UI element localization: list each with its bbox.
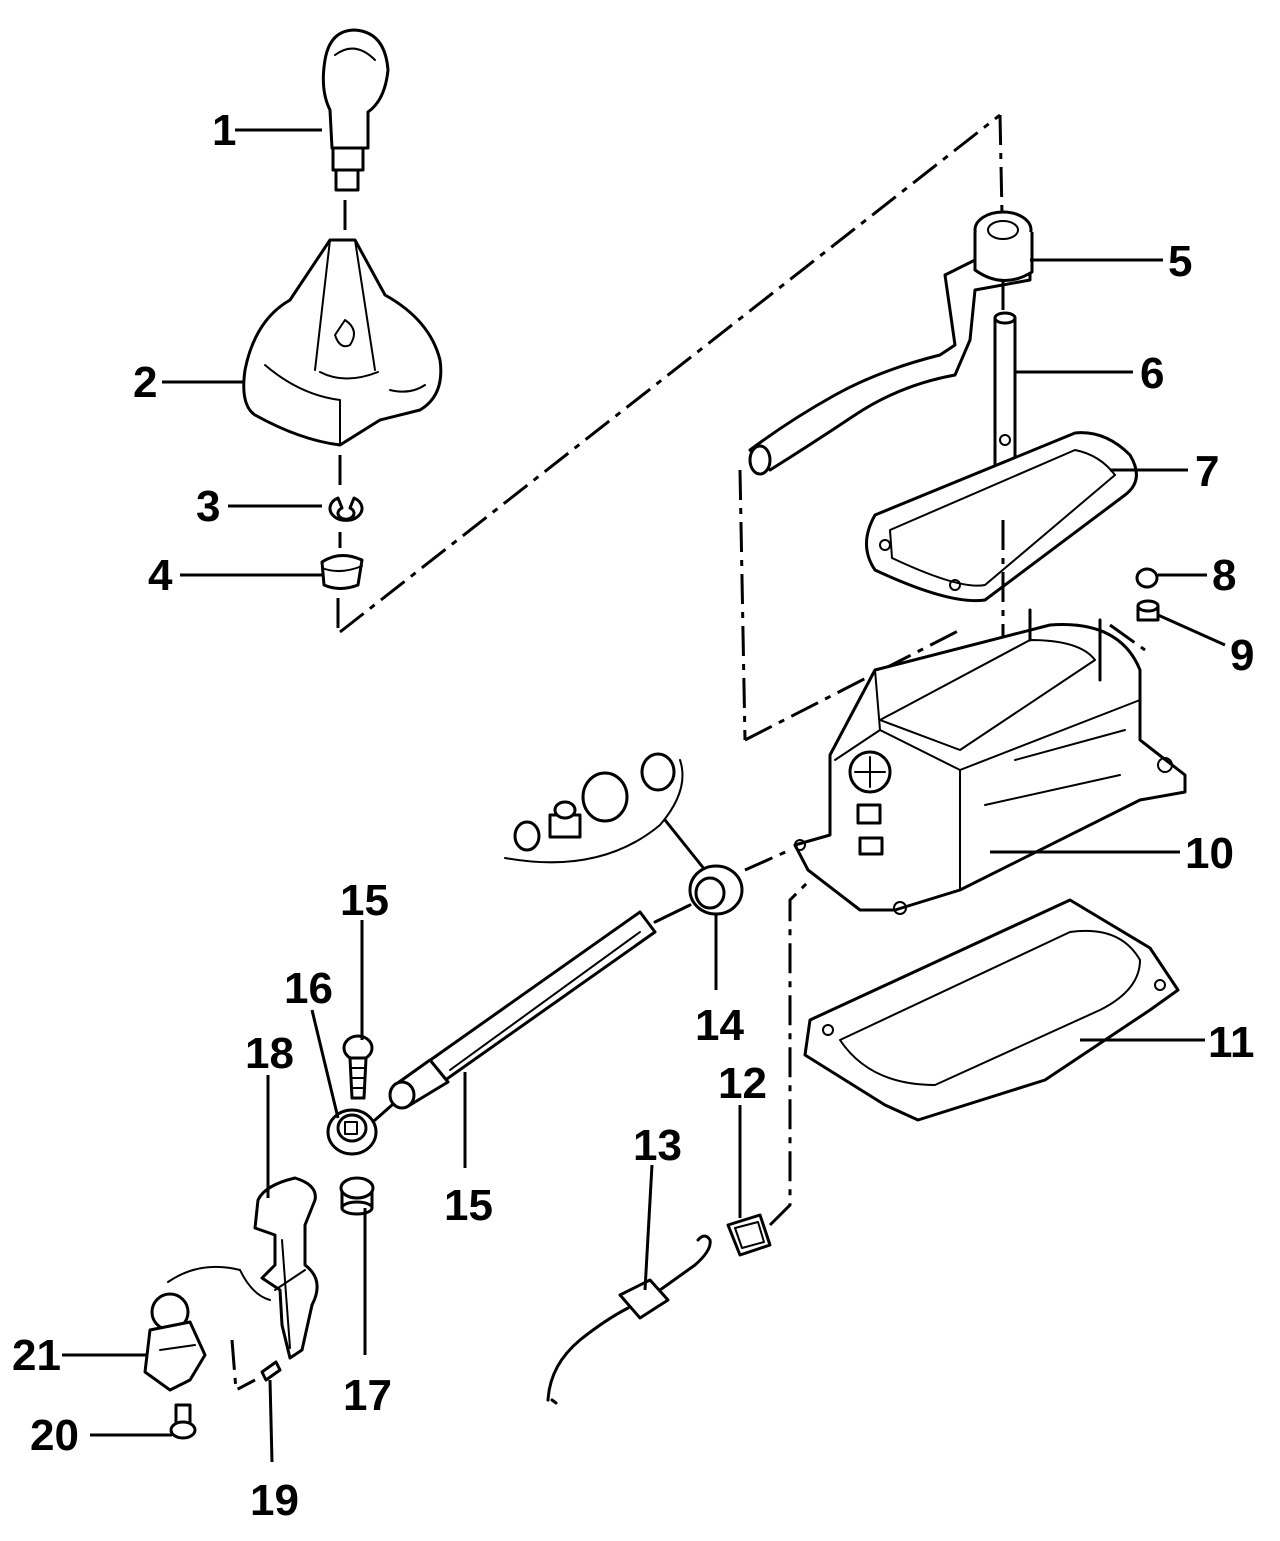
part-boot-plate bbox=[865, 431, 1138, 700]
callout-20: 20 bbox=[30, 1411, 79, 1460]
part-lever-bracket bbox=[143, 1292, 256, 1393]
callout-9: 9 bbox=[1230, 631, 1254, 680]
part-clip bbox=[328, 496, 364, 548]
part-pin bbox=[260, 1360, 282, 1382]
part-cable-bushing bbox=[326, 1103, 394, 1156]
part-cable-clip bbox=[726, 878, 812, 1257]
callout-5: 5 bbox=[1168, 237, 1192, 286]
part-bolt bbox=[169, 1403, 197, 1440]
callout-15-screw: 15 bbox=[340, 876, 389, 925]
part-selector-arm bbox=[167, 1176, 319, 1360]
part-shift-knob bbox=[321, 28, 390, 232]
part-grommet bbox=[688, 848, 791, 916]
part-nut bbox=[1135, 567, 1159, 589]
callout-10: 10 bbox=[1185, 829, 1234, 878]
part-cable-end bbox=[546, 1234, 712, 1405]
callout-12: 12 bbox=[718, 1059, 767, 1108]
part-washer bbox=[1136, 599, 1160, 622]
callout-13: 13 bbox=[633, 1121, 682, 1170]
part-gasket bbox=[803, 898, 1180, 1122]
part-screw bbox=[342, 1034, 374, 1100]
part-bushing bbox=[320, 554, 364, 630]
part-shift-cable bbox=[388, 903, 692, 1110]
callout-16: 16 bbox=[284, 964, 333, 1013]
callout-4: 4 bbox=[148, 551, 173, 600]
callout-8: 8 bbox=[1212, 551, 1236, 600]
callout-21: 21 bbox=[12, 1331, 61, 1380]
part-shift-boot bbox=[242, 238, 443, 490]
callout-17: 17 bbox=[343, 1371, 392, 1420]
callout-7: 7 bbox=[1195, 447, 1219, 496]
part-shift-lever bbox=[738, 210, 1034, 741]
callout-15-cable: 15 bbox=[444, 1181, 493, 1230]
leader-lines bbox=[62, 128, 1226, 1463]
callout-3: 3 bbox=[196, 482, 220, 531]
callout-labels: 1 2 3 4 5 6 7 8 9 10 11 12 13 14 15 15 1… bbox=[12, 106, 1255, 1525]
callout-2: 2 bbox=[133, 358, 157, 407]
part-cable-seal-set bbox=[504, 752, 707, 872]
callout-6: 6 bbox=[1140, 349, 1164, 398]
callout-18: 18 bbox=[245, 1029, 294, 1078]
part-cap bbox=[339, 1176, 375, 1216]
callout-14: 14 bbox=[695, 1001, 744, 1050]
callout-11: 11 bbox=[1208, 1018, 1255, 1067]
callout-1: 1 bbox=[212, 106, 236, 155]
callout-19: 19 bbox=[250, 1476, 299, 1525]
part-shifter-housing bbox=[744, 608, 1187, 915]
